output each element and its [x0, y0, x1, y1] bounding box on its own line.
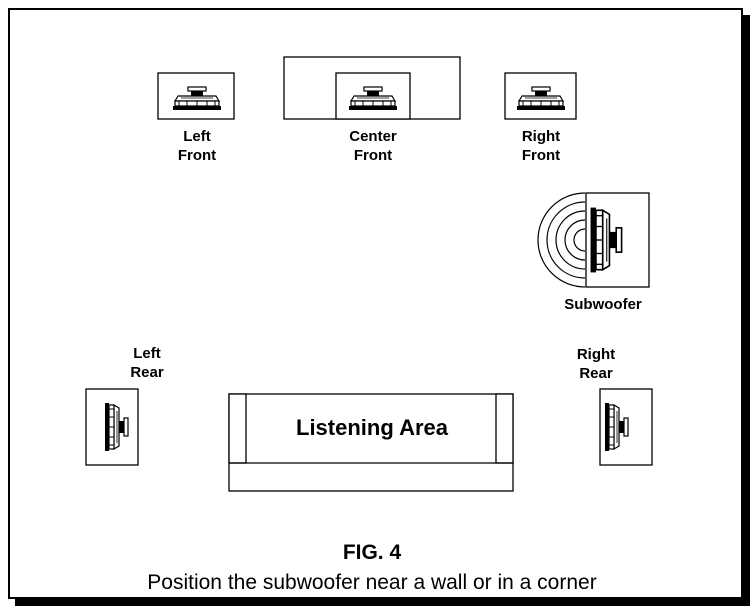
center-front-label-line1: Center — [349, 128, 397, 145]
right-front-label-line2: Front — [522, 147, 560, 164]
figure-title: FIG. 4 — [343, 541, 402, 564]
right-front-label-line1: Right — [522, 128, 560, 145]
left-rear-label-line1: Left — [133, 345, 161, 362]
left-front-label-line1: Left — [183, 128, 211, 145]
right-front-speaker — [504, 72, 577, 120]
right-rear-label-line1: Right — [577, 346, 615, 363]
subwoofer — [537, 192, 650, 288]
subwoofer-label: Subwoofer — [564, 296, 642, 313]
left-front-speaker — [157, 72, 235, 120]
sound-waves-icon — [537, 192, 586, 288]
right-rear-label-line2: Rear — [579, 365, 613, 382]
center-front-speaker — [283, 56, 461, 120]
left-front-label-line2: Front — [178, 147, 216, 164]
figure-caption: Position the subwoofer near a wall or in… — [147, 571, 596, 594]
listening-area-label: Listening Area — [296, 415, 449, 440]
left-rear-speaker — [85, 388, 139, 466]
center-front-label-line2: Front — [354, 147, 392, 164]
right-rear-speaker — [599, 388, 653, 466]
listening-area-couch — [228, 393, 514, 492]
left-rear-label-line2: Rear — [130, 364, 164, 381]
